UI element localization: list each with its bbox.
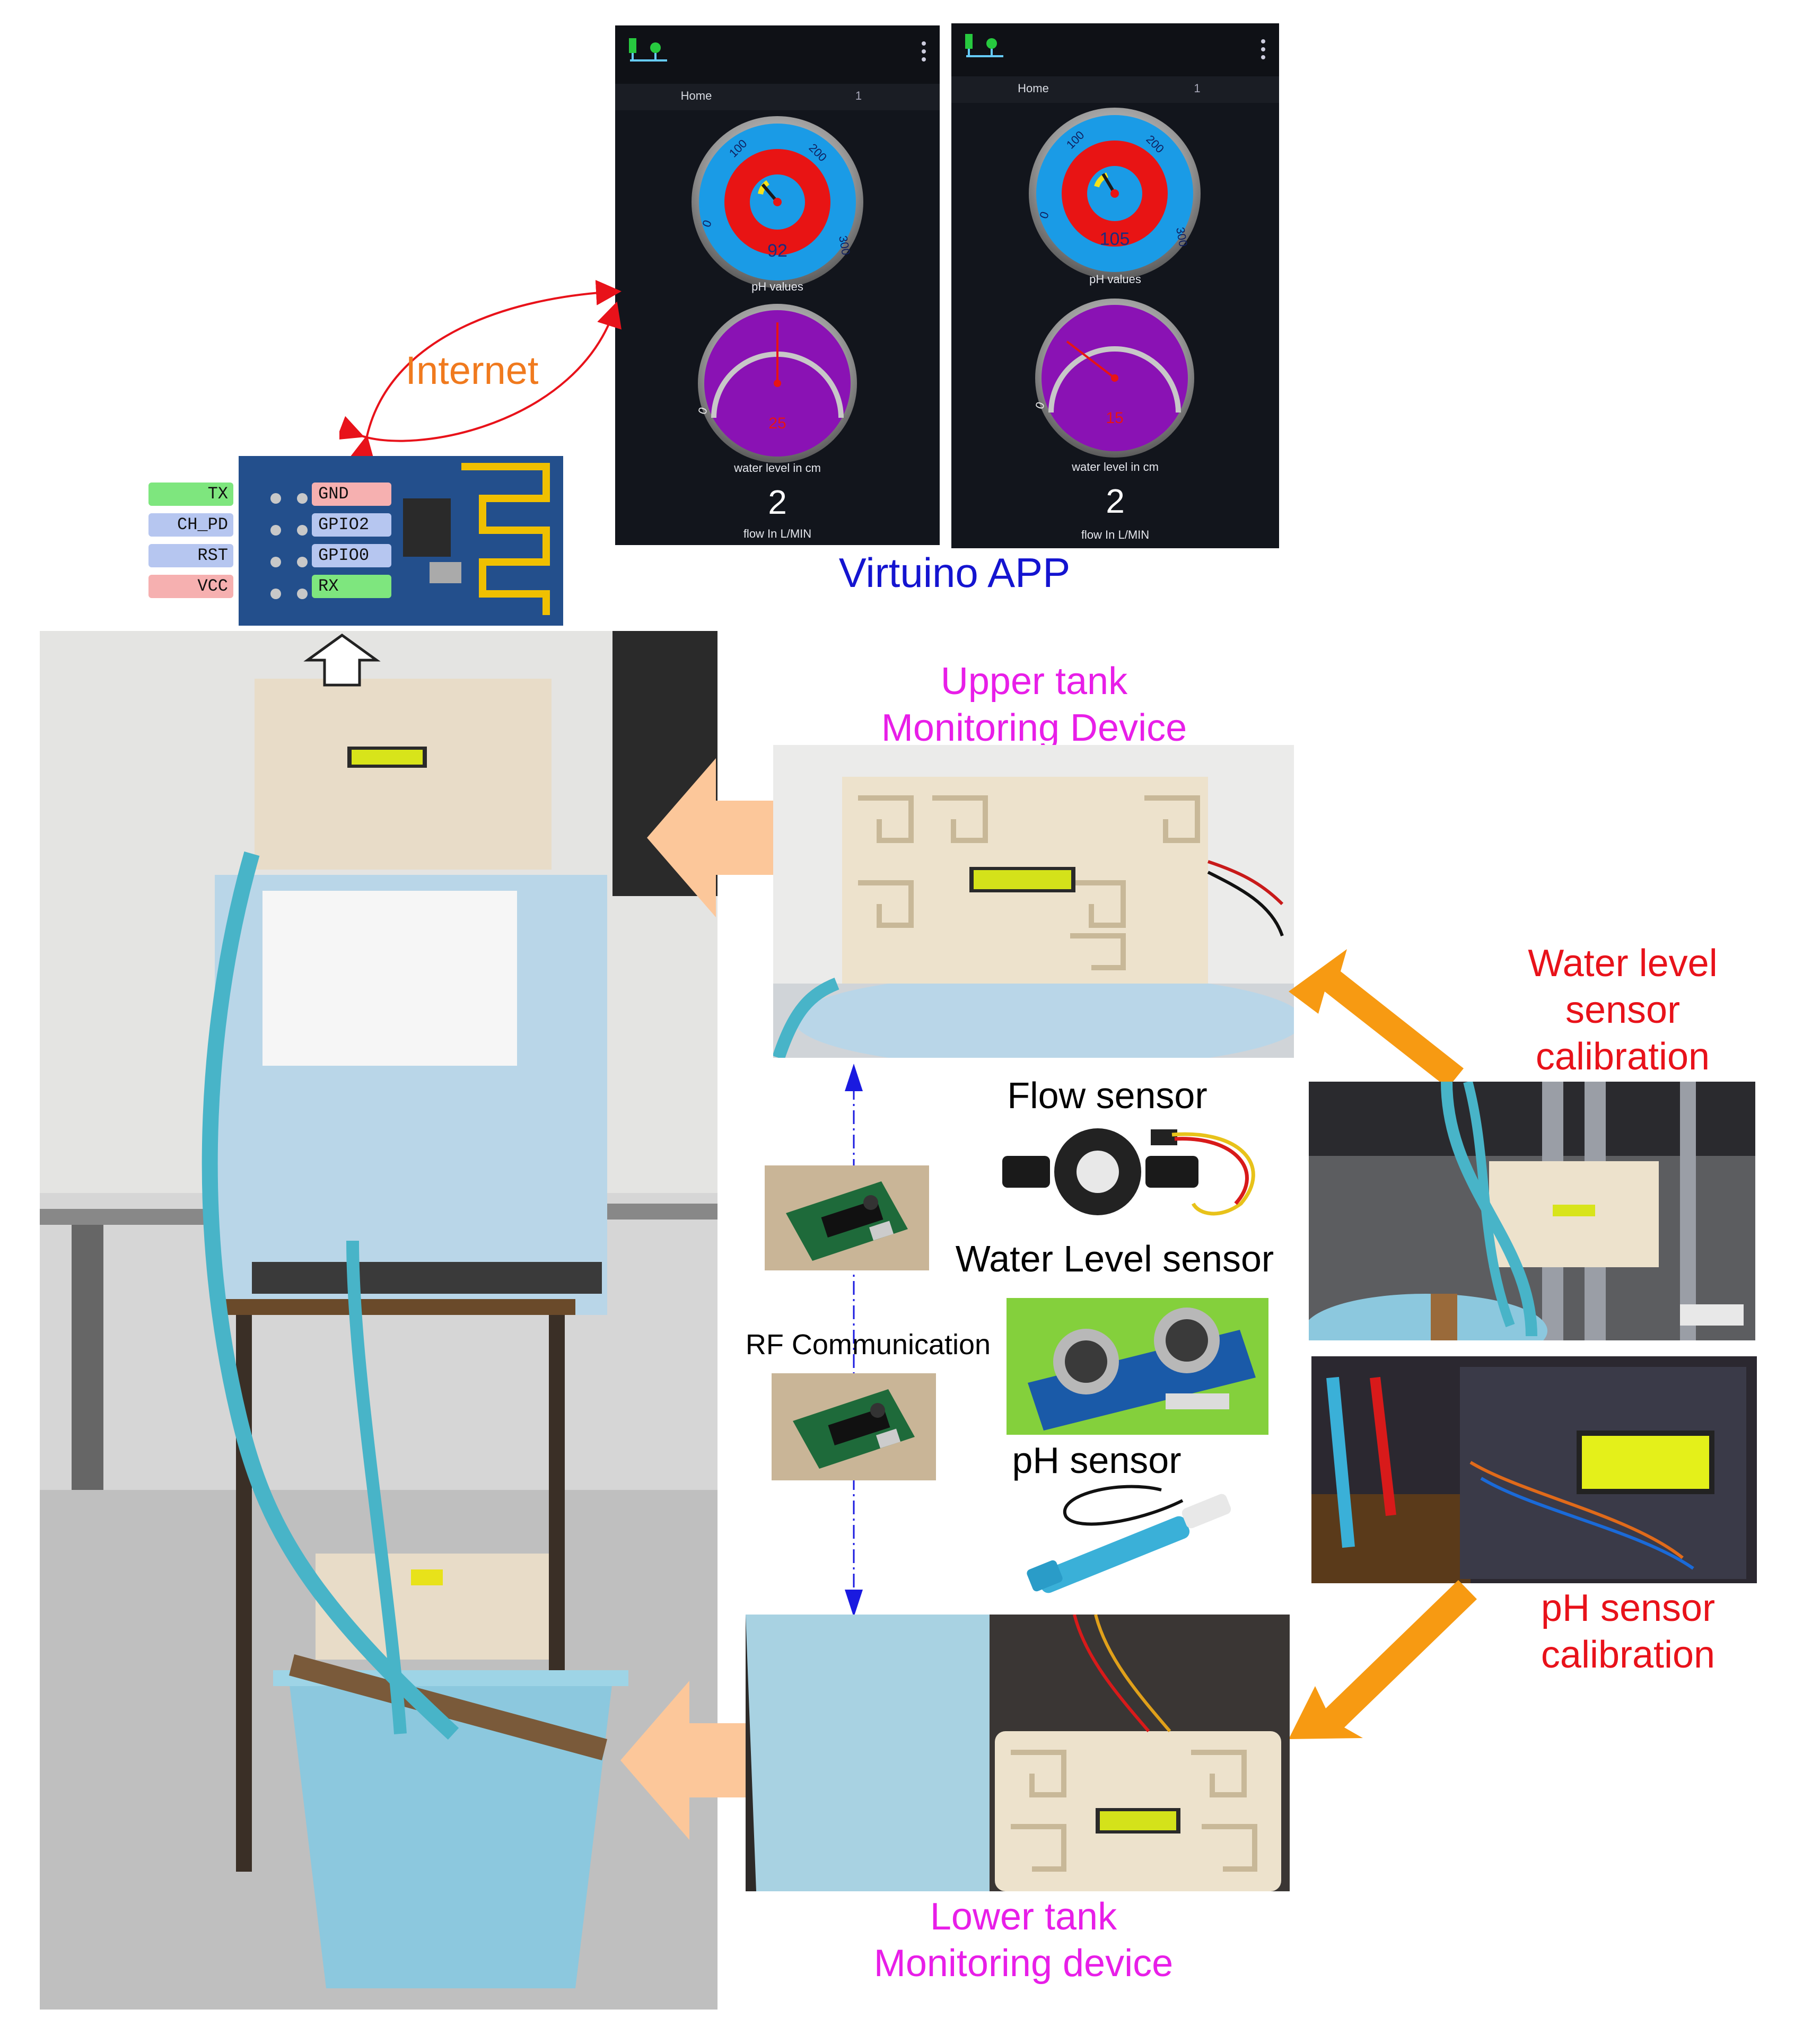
white-up-arrow: [303, 633, 381, 687]
flow-sensor-label: Flow sensor: [1007, 1075, 1207, 1116]
tab-number[interactable]: 1: [1194, 82, 1201, 95]
water-level-sensor-label: Water Level sensor: [955, 1238, 1274, 1279]
pin-vcc: VCC: [148, 575, 233, 598]
water-level-sensor-image: [1007, 1298, 1268, 1435]
ph-sensor-image: [1027, 1485, 1231, 1593]
overflow-menu-icon[interactable]: [922, 41, 926, 65]
tab-number[interactable]: 1: [855, 89, 862, 102]
flow-sensor-image: [1002, 1128, 1255, 1216]
virtuino-app-label: Virtuino APP: [838, 549, 1071, 596]
upper-tank-label-line1: Upper tank: [940, 660, 1128, 703]
network-icon: [629, 38, 667, 62]
ph-calib-photo: [1311, 1356, 1757, 1583]
ph-calib-line2: calibration: [1541, 1634, 1716, 1676]
esp8266-module: [239, 456, 563, 626]
pin-gpio2: GPIO2: [312, 513, 391, 537]
upper-tank-device-photo: [773, 745, 1294, 1058]
ph-gauge: 0 100 200 300 92: [692, 116, 863, 288]
pin-ch-pd: CH_PD: [148, 513, 233, 537]
water-level-caption: water level in cm: [1072, 460, 1159, 473]
network-icon: [965, 34, 1003, 57]
ph-gauge-value: 105: [1100, 229, 1130, 249]
app-tab-bar: Home 1: [615, 84, 940, 110]
pin-tx: TX: [148, 483, 233, 506]
internet-label: Internet: [405, 348, 539, 392]
upper-device-arrow: [647, 758, 777, 917]
ph-gauge-value: 92: [767, 241, 787, 261]
ph-calib-arrow: [1289, 1580, 1477, 1739]
overflow-menu-icon[interactable]: [1261, 39, 1265, 63]
water-level-calib-photo: [1309, 1082, 1755, 1340]
rf-module-bottom: [772, 1373, 936, 1480]
water-level-caption: water level in cm: [734, 461, 821, 475]
pin-gpio0: GPIO0: [312, 544, 391, 567]
app-tab-bar: Home 1: [951, 76, 1279, 103]
main-setup-photo: [40, 631, 717, 2010]
flow-value: 2: [768, 483, 787, 521]
water-level-calib-line1: Water level: [1528, 942, 1718, 985]
rf-module-top: [765, 1165, 929, 1270]
water-level-calib-arrow: [1289, 949, 1464, 1088]
app-top-bar: [615, 25, 940, 84]
ph-gauge: 0 100 200 300 105: [1029, 108, 1201, 279]
lower-tank-label-line2: Monitoring device: [873, 1942, 1174, 1985]
level-gauge-value: 25: [768, 415, 786, 432]
flow-caption: flow In L/MIN: [743, 527, 812, 540]
pin-rx: RX: [312, 575, 391, 598]
app-top-bar: [951, 23, 1279, 82]
lower-tank-device-photo: [746, 1615, 1290, 1891]
water-level-calib-line2: sensor: [1565, 989, 1681, 1031]
phone-screen-2: Home 1 0 100 200 300 105 pH values: [951, 23, 1279, 548]
lower-device-arrow: [620, 1681, 750, 1840]
tab-home[interactable]: Home: [1018, 82, 1049, 95]
flow-caption: flow In L/MIN: [1081, 528, 1150, 541]
flow-value: 2: [1106, 482, 1125, 520]
pin-rst: RST: [148, 544, 233, 567]
water-level-calib-line3: calibration: [1535, 1036, 1710, 1078]
phone-screen-1: Home 1 0 100 200 300 92 pH values: [615, 25, 940, 545]
tab-home[interactable]: Home: [680, 89, 712, 102]
internet-arrows: [339, 279, 622, 461]
water-level-gauge: 0 15: [1032, 299, 1194, 458]
level-gauge-value: 15: [1106, 409, 1123, 427]
upper-tank-label-line2: Monitoring Device: [881, 707, 1187, 749]
ph-calib-line1: pH sensor: [1541, 1587, 1716, 1629]
lower-tank-label-line1: Lower tank: [930, 1896, 1117, 1938]
water-level-gauge: 0 25: [695, 304, 857, 463]
ph-values-caption: pH values: [1089, 273, 1141, 286]
ph-values-caption: pH values: [751, 280, 803, 293]
rf-communication-label: RF Communication: [745, 1329, 991, 1361]
pin-gnd: GND: [312, 483, 391, 506]
ph-sensor-label: pH sensor: [1012, 1440, 1182, 1481]
